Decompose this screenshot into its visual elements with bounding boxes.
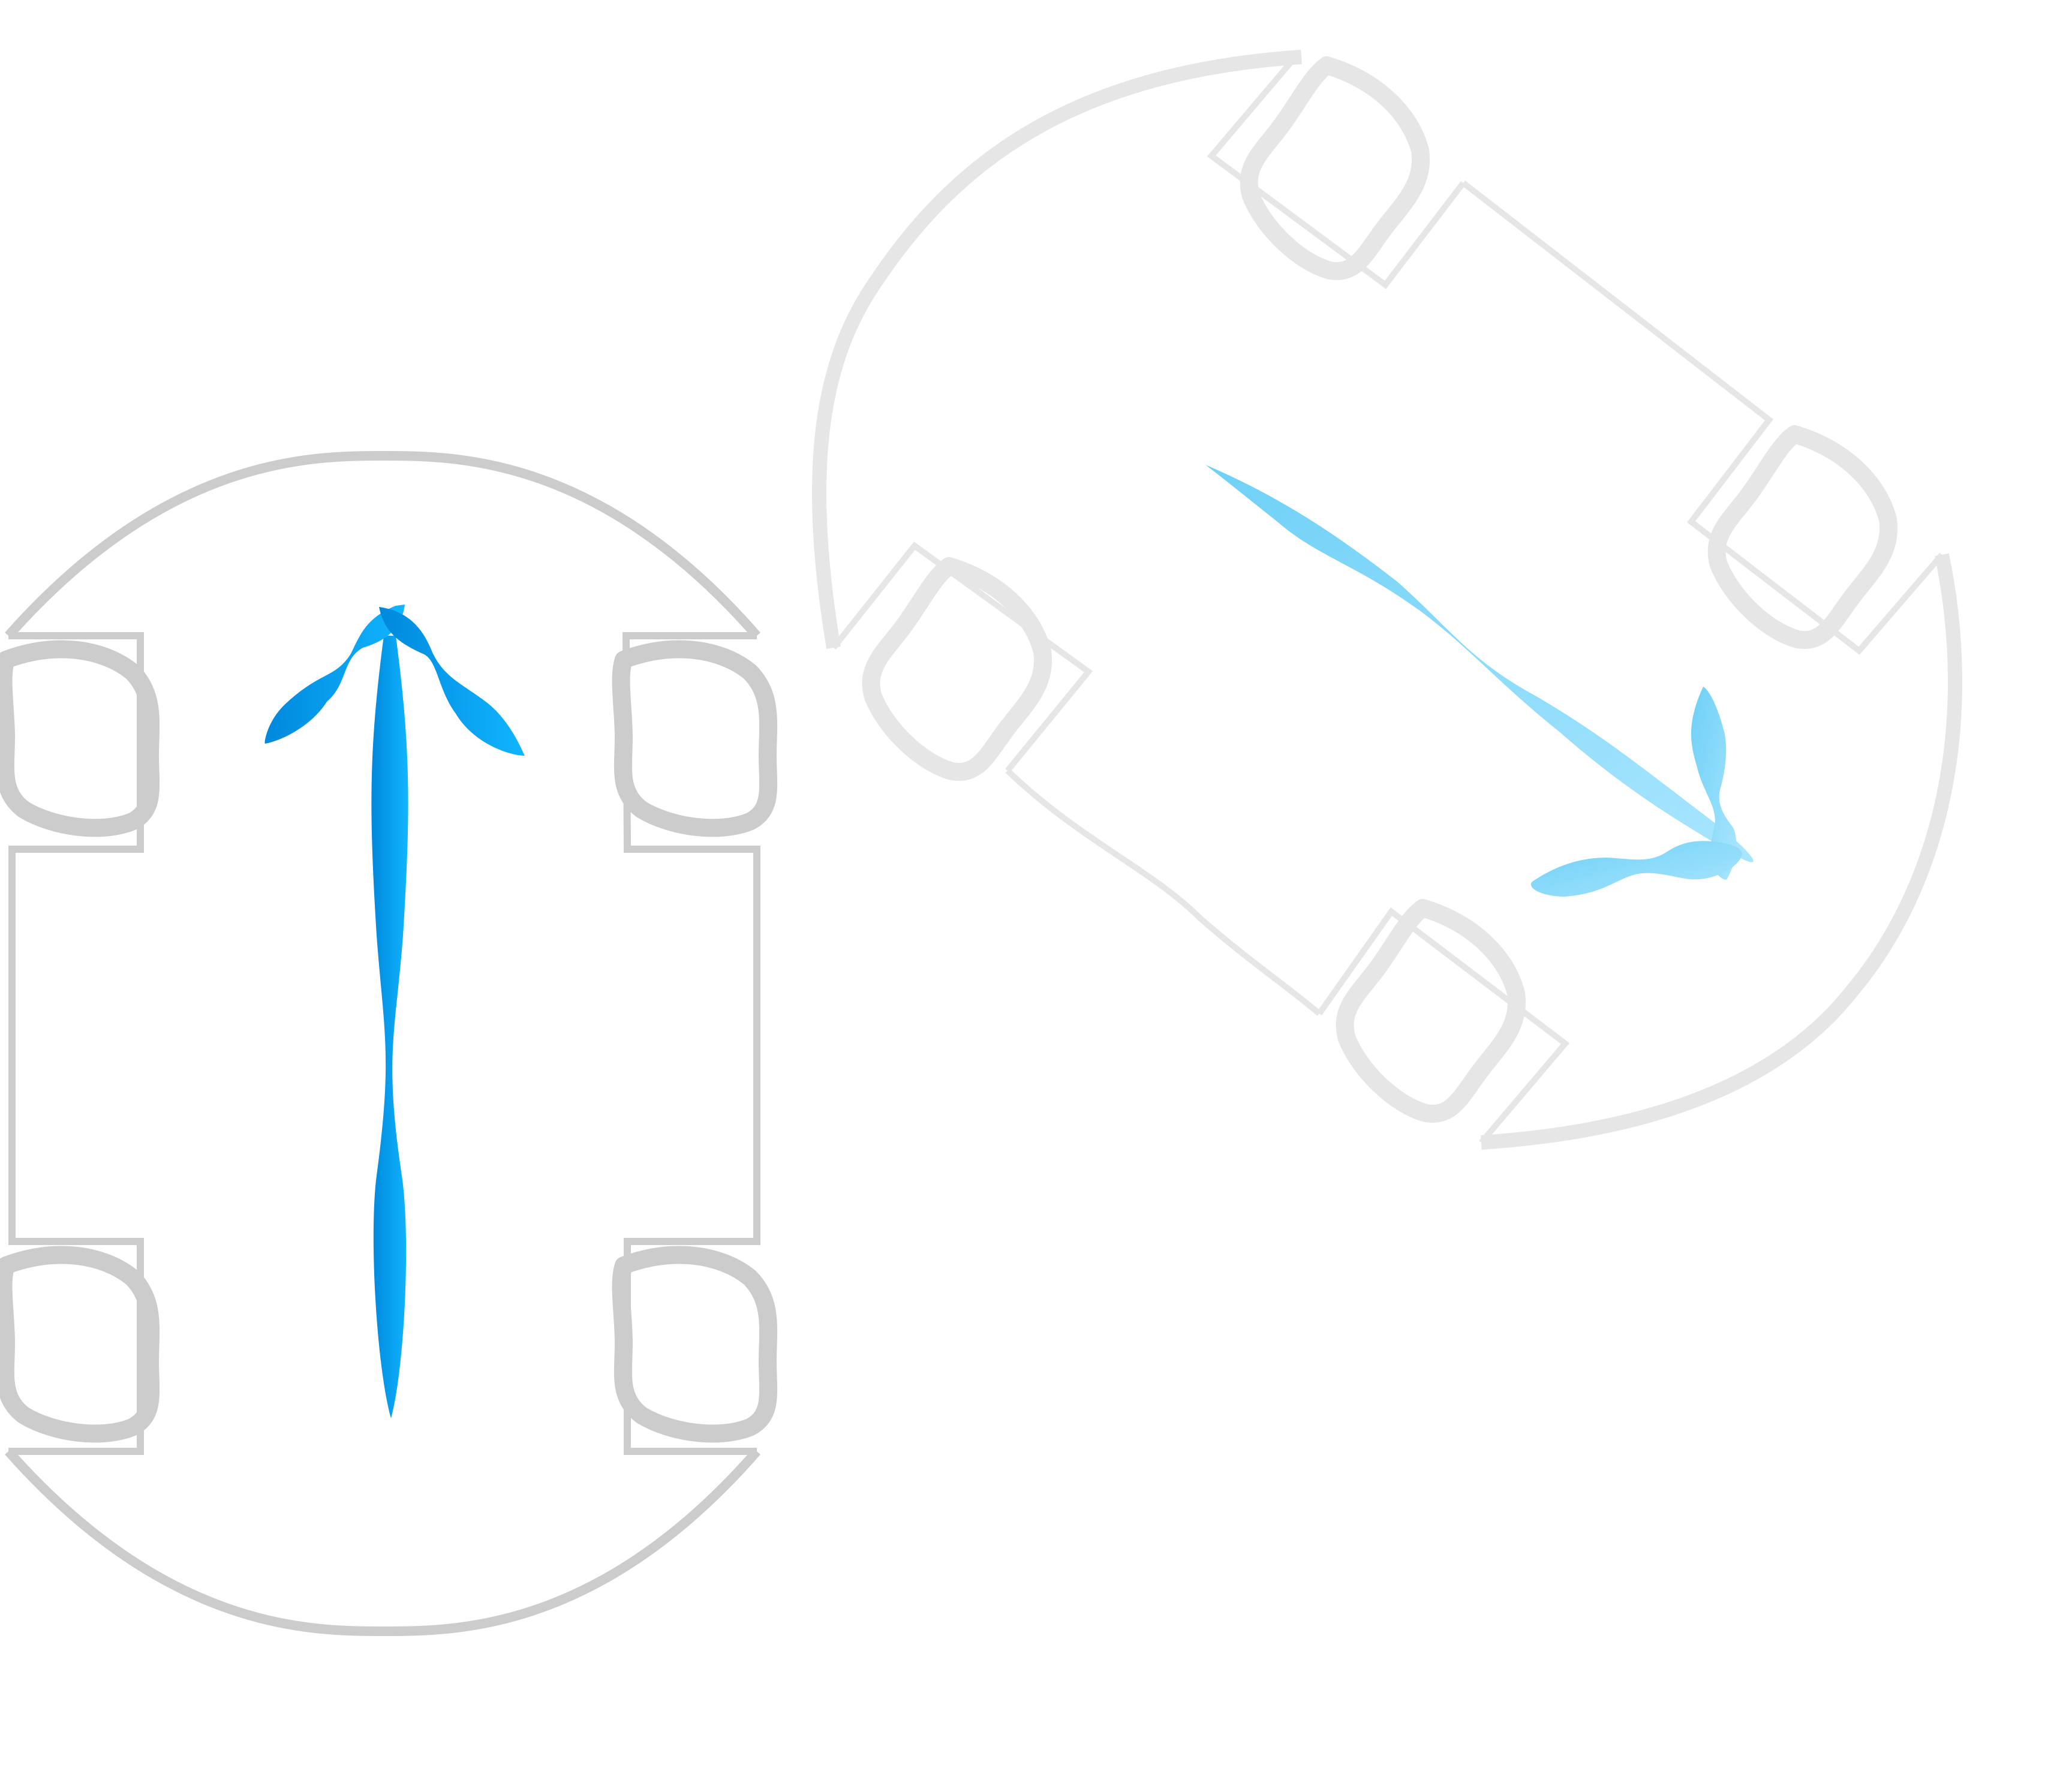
wheel-icon — [4, 1255, 151, 1434]
robot-upright — [4, 450, 769, 1637]
robot-rotated-chassis — [811, 50, 1962, 1150]
wheel-icon — [4, 650, 151, 828]
wheel-icon — [1319, 898, 1544, 1129]
diagonal-arrow-icon — [1205, 465, 1754, 897]
wheel-icon — [621, 650, 769, 828]
wheel-icon — [621, 1255, 769, 1434]
robot-rotated — [811, 50, 1962, 1150]
up-arrow-icon — [264, 605, 525, 1418]
